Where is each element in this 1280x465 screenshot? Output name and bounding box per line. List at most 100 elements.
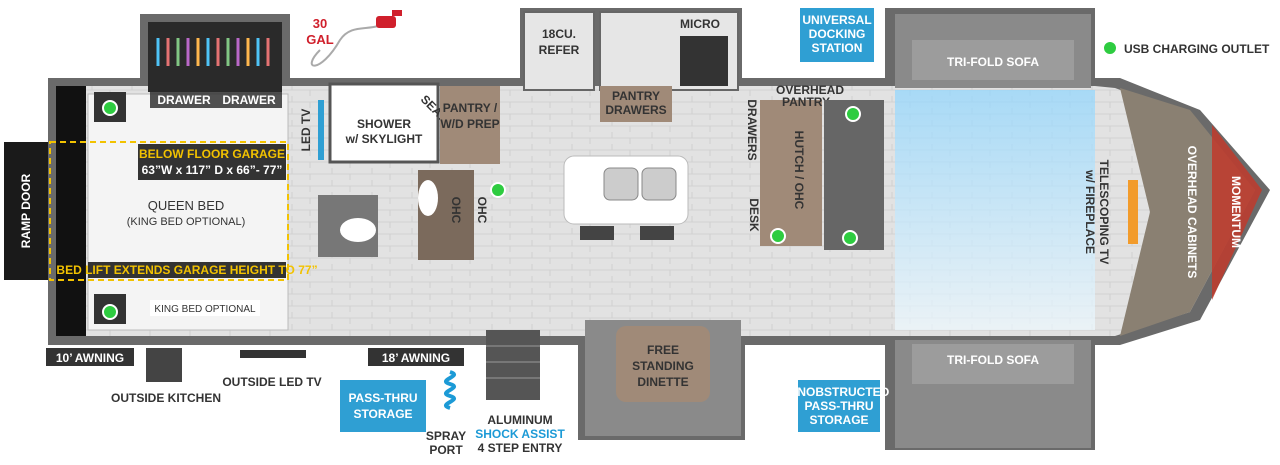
sofa-top-label: TRI-FOLD SOFA [947,55,1039,69]
garage-title: BELOW FLOOR GARAGE [139,147,285,161]
usb-icon [845,106,861,122]
pantry-sublabel: W/D PREP [440,117,499,131]
dinette-label-1: FREE [647,343,679,357]
drawer-label-1b: DRAWER [157,93,211,107]
legend-usb-icon [1102,40,1118,56]
usb-icon [842,230,858,246]
stool-2 [640,226,674,240]
docking-callout [800,8,874,62]
pantry-label: PANTRY / [443,101,498,115]
usb-icon [490,182,506,198]
garage-title-box [138,144,286,180]
overhead-pantry-sublabel: PANTRY [782,95,830,109]
sofa-bottom-seat [912,344,1074,384]
cooktop [680,36,728,86]
dinette-label-3: DINETTE [637,375,688,389]
led-tv-bedroom [318,100,324,160]
toilet-icon [340,218,376,242]
drawers-side-label: DRAWERS [745,99,759,160]
outside-kitchen-label: OUTSIDE KITCHEN [111,391,221,405]
unob-label-3: STORAGE [809,413,868,427]
king-optional-sublabel: (KING BED OPTIONAL) [127,216,246,228]
passthru-label-1: PASS-THRU [348,391,417,405]
hutch-label: HUTCH / OHC [792,131,806,210]
usb-outlets [102,100,861,320]
awning-10-bar [46,348,134,366]
awning-18-label: 18’ AWNING [382,351,450,365]
dinette-table [616,326,710,402]
unobstructed-callout [798,380,880,432]
ramp-door[interactable] [4,142,48,280]
refer-label: REFER [539,43,580,57]
spray-hose-icon [444,370,456,410]
sink-right [641,167,677,201]
king-optional-box [150,300,260,316]
docking-label-3: STATION [812,41,863,55]
pantry-drawers-sublabel: DRAWERS [605,103,666,117]
entry-label-2: SHOCK ASSIST [475,427,565,441]
usb-icon [102,100,118,116]
passthru-label-2: STORAGE [353,407,412,421]
refrigerator [523,11,595,91]
docking-label-2: DOCKING [809,27,866,41]
fuel-hose [310,25,379,67]
micro-label: MICRO [680,17,720,31]
fireplace-icon [1128,180,1138,244]
fuel-nozzle-icon [376,10,402,28]
overhead-cabinets-label: OVERHEAD CABINETS [1185,146,1199,279]
shower [328,82,440,164]
bed-lift-label: BED LIFT EXTENDS GARAGE HEIGHT TO 77” [56,263,317,277]
pantry-drawers [600,86,672,122]
hangers [156,38,270,66]
wardrobe [148,22,282,92]
garage-dimensions: 63”W x 117” D x 66”- 77” [142,163,283,177]
desk-label: DESK [747,198,761,232]
docking-label-1: UNIVERSAL [802,13,871,27]
outside-tv-label: OUTSIDE LED TV [222,375,321,389]
legend-usb-label: USB CHARGING OUTLET [1124,42,1270,56]
king-optional-label: KING BED OPTIONAL [154,304,256,315]
brand-label: MOMENTUM [1229,176,1243,248]
pantry-drawers-label: PANTRY [612,89,660,103]
awning-18-bar [368,348,464,366]
hutch [760,100,822,246]
spray-label-1: SPRAY [426,429,466,443]
stool-1 [580,226,614,240]
pantry-wd [440,86,500,164]
dinette-label-2: STANDING [632,359,694,373]
recliner-bank [824,100,884,250]
sofa-bottom-label: TRI-FOLD SOFA [947,353,1039,367]
refer-size: 18CU. [542,27,576,41]
bedroom-wall-strip [56,86,86,336]
sink-left [603,167,639,201]
telescoping-tv-label: TELESCOPING TV [1097,160,1111,265]
entry-label-3: 4 STEP ENTRY [478,441,563,455]
awning-10-label: 10’ AWNING [56,351,124,365]
ohc-label-1: OHC [449,197,463,224]
bed-frame [87,93,289,331]
spray-label-2: PORT [429,443,463,457]
drawer-label-2b: DRAWER [222,93,276,107]
queen-bed-label: QUEEN BED [148,198,225,213]
shower-label: SHOWER [357,117,411,131]
entry-label-1: ALUMINUM [487,413,552,427]
living-glow [895,90,1095,330]
fireplace-label: w/ FIREPLACE [1083,169,1097,254]
usb-icon [770,228,786,244]
overhead-pantry-label: OVERHEAD [776,83,844,97]
brand-cap [1212,125,1262,300]
sink-icon [418,180,438,216]
outside-kitchen-icon [146,348,182,382]
passthru-callout [340,380,426,432]
drawer-bg [150,92,282,108]
sofa-top-seat [912,40,1074,80]
entry-steps[interactable] [486,330,540,400]
shower-sublabel: w/ SKYLIGHT [345,132,423,146]
bed-lift-box [88,262,286,278]
unob-label-2: PASS-THRU [804,399,873,413]
garage-outline [49,141,289,281]
ohc-label-2: OHC [475,197,489,224]
gallon-unit: GAL [306,32,334,47]
